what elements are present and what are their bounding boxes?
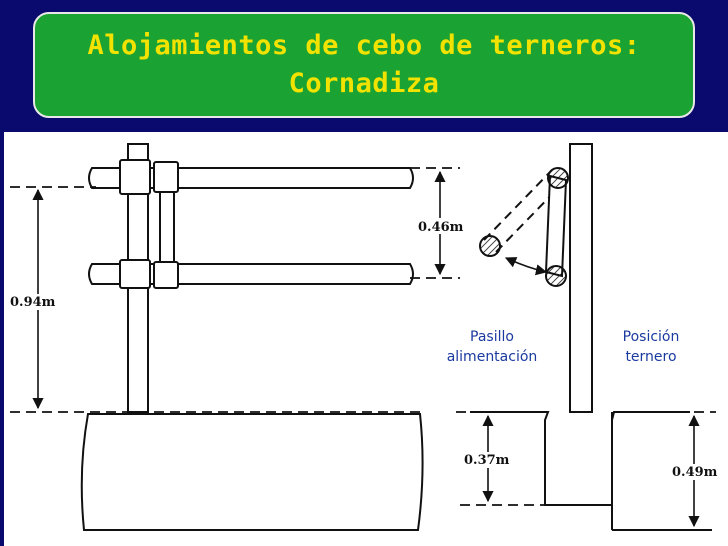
front-view xyxy=(80,143,424,531)
swing-arrow xyxy=(504,257,548,276)
middle-left-clamp xyxy=(119,259,151,289)
closed-bar xyxy=(544,174,568,278)
top-left-clamp xyxy=(119,159,151,195)
feed-wall xyxy=(80,413,424,531)
calf-position-label-line1: Posición xyxy=(623,329,680,345)
height-label-bg xyxy=(6,294,56,310)
height-label: 0.94m xyxy=(10,295,56,310)
side-view xyxy=(470,143,712,531)
stall-depth-label: 0.49m xyxy=(672,465,718,480)
title-box: Alojamientos de cebo de terneros: Cornad… xyxy=(33,12,695,118)
side-post xyxy=(569,143,593,413)
top-right-clamp xyxy=(153,161,179,193)
side-dashed-lines xyxy=(456,411,716,506)
rail-spacing-label: 0.46m xyxy=(418,220,464,235)
rail-spacing-label-bg xyxy=(416,218,466,234)
aisle-depth-label-bg xyxy=(462,452,510,468)
calf-position-label-line2: ternero xyxy=(625,349,676,365)
title-line-1: Alojamientos de cebo de terneros: xyxy=(87,30,641,61)
floor-profile xyxy=(470,411,690,506)
title-line-2: Cornadiza xyxy=(288,68,440,99)
top-rod xyxy=(547,167,569,189)
stall-depth-label-bg xyxy=(670,464,722,480)
aisle-depth-label: 0.37m xyxy=(464,453,510,468)
middle-right-clamp xyxy=(153,261,179,289)
feed-aisle-label-line2: alimentación xyxy=(447,349,538,365)
front-dashed-lines xyxy=(10,167,460,413)
feed-aisle-label-line1: Pasillo xyxy=(470,329,514,345)
open-rod xyxy=(479,235,501,257)
bottom-rod xyxy=(545,265,567,287)
